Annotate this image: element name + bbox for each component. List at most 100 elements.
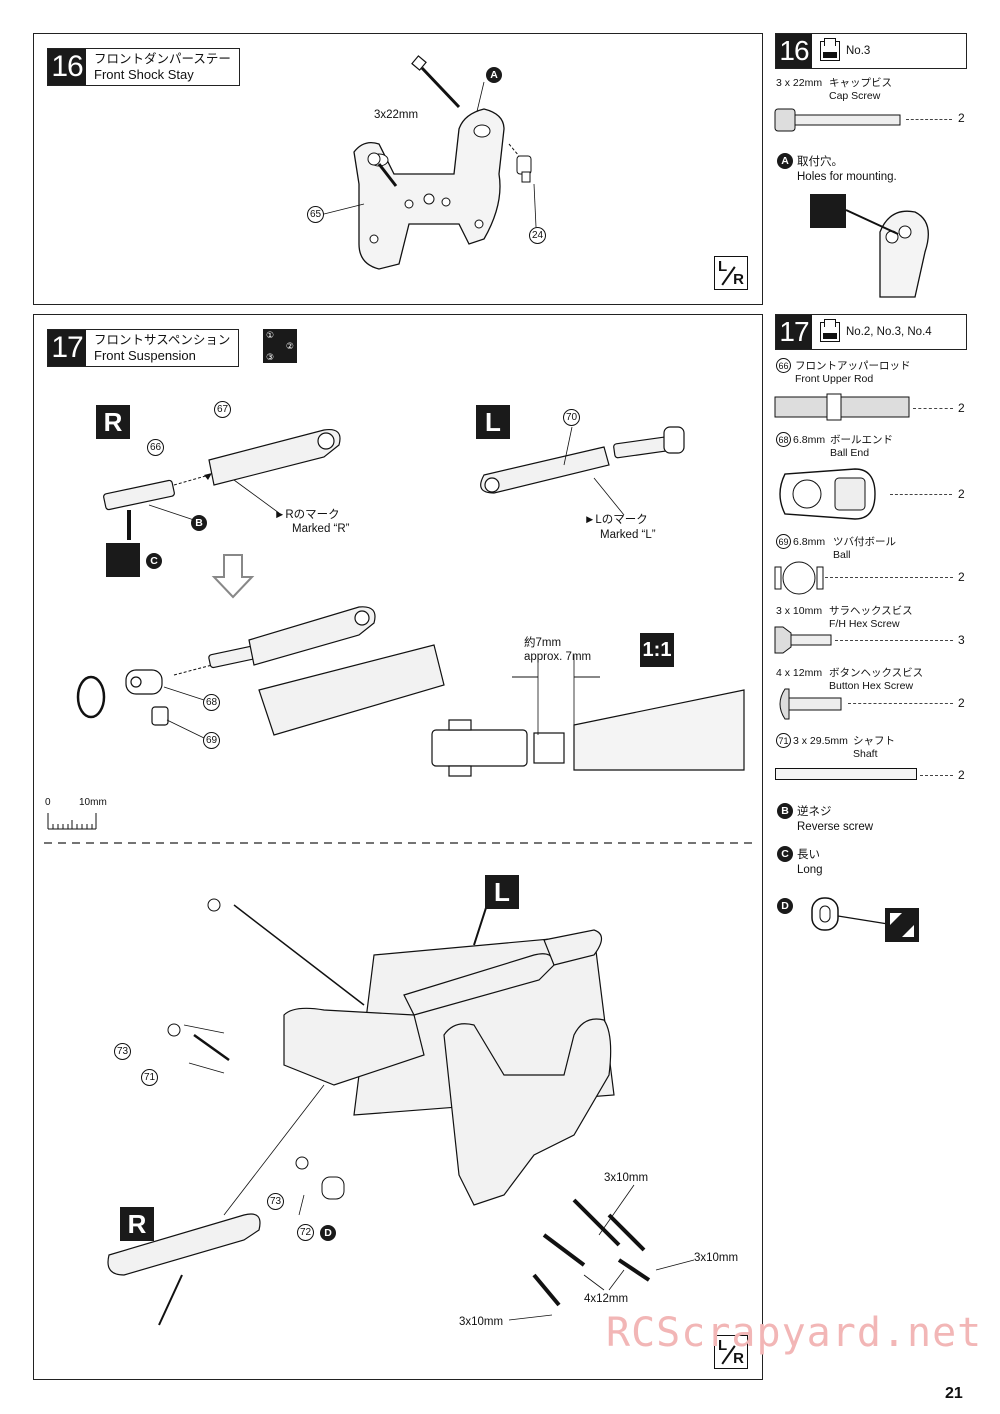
side17-part3-size: 3 x 10mm xyxy=(776,605,823,617)
side16-part0-size: 3 x 22mm xyxy=(776,77,823,89)
side17-part5-jp: シャフト xyxy=(853,735,895,747)
r-mark-label-en: Marked “R” xyxy=(292,523,350,535)
flanged-ball-icon xyxy=(774,561,824,595)
l-mark-label-en: Marked “L” xyxy=(600,529,656,541)
side17-part3-en: F/H Hex Screw xyxy=(829,618,900,630)
watermark: RCScrapyard.net xyxy=(606,1310,983,1356)
side17-part5-ref: 71 xyxy=(776,733,791,748)
shaft-icon xyxy=(775,768,917,780)
side16-number: 16 xyxy=(776,34,812,68)
step16-callout-65: 65 xyxy=(307,206,324,223)
side16-part0-en: Cap Screw xyxy=(829,90,881,102)
side17-part3-qty: 3 xyxy=(958,633,965,647)
cap-screw-drawing xyxy=(411,55,461,109)
l-side-tag: L xyxy=(476,405,510,439)
r-side-tag: R xyxy=(96,405,130,439)
side17-note-c-en: Long xyxy=(797,864,823,876)
step16-title-en: Front Shock Stay xyxy=(94,67,194,82)
step16-title-jp: フロントダンパーステー xyxy=(94,51,231,66)
step16-number: 16 xyxy=(48,49,86,85)
side17-note-b-jp: 逆ネジ xyxy=(797,806,832,818)
callout-68: 68 xyxy=(203,694,220,711)
upper-rod-icon xyxy=(774,393,910,421)
side17-header: 17 No.2, No.3, No.4 xyxy=(775,314,967,350)
side17-note-b-en: Reverse screw xyxy=(797,821,874,833)
step16-screw-label: 3x22mm xyxy=(374,109,419,121)
ruler-ten: 10mm xyxy=(79,797,107,808)
side17-part1-en: Ball End xyxy=(830,447,870,459)
callout-73-upper: 73 xyxy=(114,1043,131,1060)
mounting-hole-illustration xyxy=(810,194,929,298)
screw-label-3x10-c: 3x10mm xyxy=(459,1316,504,1328)
side17-note-c: C xyxy=(777,846,793,862)
step16-callout-24: 24 xyxy=(529,227,546,244)
r-mark-label: ►Rのマーク xyxy=(274,509,340,521)
side17-part0-ref: 66 xyxy=(776,358,791,373)
side17-part4-en: Button Hex Screw xyxy=(829,680,914,692)
cap-screw-icon xyxy=(774,108,901,132)
step17-header: 17 フロントサスペンション Front Suspension xyxy=(47,329,240,367)
side17-part2-qty: 2 xyxy=(958,570,965,584)
side17-part2-size: 6.8mm xyxy=(793,536,826,548)
side17-bag: No.2, No.3, No.4 xyxy=(846,326,932,338)
fh-screw-icon xyxy=(774,626,832,654)
approx-label-jp: 約7mm xyxy=(524,637,562,649)
side17-note-b: B xyxy=(777,803,793,819)
side17-part2-en: Ball xyxy=(833,549,851,561)
parts-bag-icon xyxy=(820,38,840,61)
side16-note-letter: A xyxy=(777,153,793,169)
screw-label-3x10-a: 3x10mm xyxy=(604,1172,649,1184)
side17-part5-size: 3 x 29.5mm xyxy=(793,735,848,747)
step16-panel: 16 フロントダンパーステー Front Shock Stay 3x22mm A… xyxy=(33,33,763,305)
step17-title-en: Front Suspension xyxy=(94,348,196,363)
side17-part1-jp: ボールエンド xyxy=(830,434,893,446)
side17-part0-jp: フロントアッパーロッド xyxy=(795,360,911,372)
pointing-hand-icon xyxy=(106,543,140,577)
side16-bag: No.3 xyxy=(846,45,871,57)
screw-label-4x12: 4x12mm xyxy=(584,1293,629,1305)
callout-c: C xyxy=(146,553,162,569)
l-mark-label: ►Lのマーク xyxy=(584,514,648,526)
ruler-zero: 0 xyxy=(45,797,51,808)
screw-label-3x10-b: 3x10mm xyxy=(694,1252,739,1264)
step17-title-jp: フロントサスペンション xyxy=(94,332,231,347)
parts-bag-icon xyxy=(820,319,840,342)
callout-69: 69 xyxy=(203,732,220,749)
side17-part1-qty: 2 xyxy=(958,487,965,501)
side17-part4-size: 4 x 12mm xyxy=(776,667,823,679)
callout-d: D xyxy=(320,1225,336,1241)
side17-part5-en: Shaft xyxy=(853,748,878,760)
assembly-order-icon: ① ② ③ xyxy=(263,329,297,363)
l-assembly-tag: L xyxy=(485,875,519,909)
side16-note-jp: 取付穴。 xyxy=(797,156,843,168)
side16-header: 16 No.3 xyxy=(775,33,967,69)
step16-header: 16 フロントダンパーステー Front Shock Stay xyxy=(47,48,240,86)
side17-part4-qty: 2 xyxy=(958,696,965,710)
step17-number: 17 xyxy=(48,330,86,366)
side16-part0-jp: キャップビス xyxy=(829,77,892,89)
step17-panel: 17 フロントサスペンション Front Suspension ① ② ③ R … xyxy=(33,314,763,1380)
step16-callout-a: A xyxy=(486,67,502,83)
button-screw-icon xyxy=(779,688,842,720)
side17-number: 17 xyxy=(776,315,812,349)
callout-71: 71 xyxy=(141,1069,158,1086)
slotted-hole-illustration xyxy=(811,897,919,942)
callout-73-lower: 73 xyxy=(267,1193,284,1210)
side17-part5-qty: 2 xyxy=(958,768,965,782)
step16-lr-icon: L R xyxy=(714,256,748,290)
step17-lr-icon: L R xyxy=(714,1335,748,1369)
side17-part1-size: 6.8mm xyxy=(793,434,826,446)
front-suspension-drawings xyxy=(44,426,754,1326)
side17-note-c-jp: 長い xyxy=(797,849,820,861)
side17-part3-jp: サラヘックスビス xyxy=(829,605,913,617)
callout-72: 72 xyxy=(297,1224,314,1241)
callout-b: B xyxy=(191,515,207,531)
side17-part4-jp: ボタンヘックスビス xyxy=(829,667,924,679)
side16-note-en: Holes for mounting. xyxy=(797,171,897,183)
shock-stay-drawing xyxy=(323,55,537,270)
side17-note-d: D xyxy=(777,898,793,914)
side17-part0-en: Front Upper Rod xyxy=(795,373,874,385)
ball-end-icon xyxy=(779,468,876,520)
callout-67: 67 xyxy=(214,401,231,418)
callout-70: 70 xyxy=(563,409,580,426)
